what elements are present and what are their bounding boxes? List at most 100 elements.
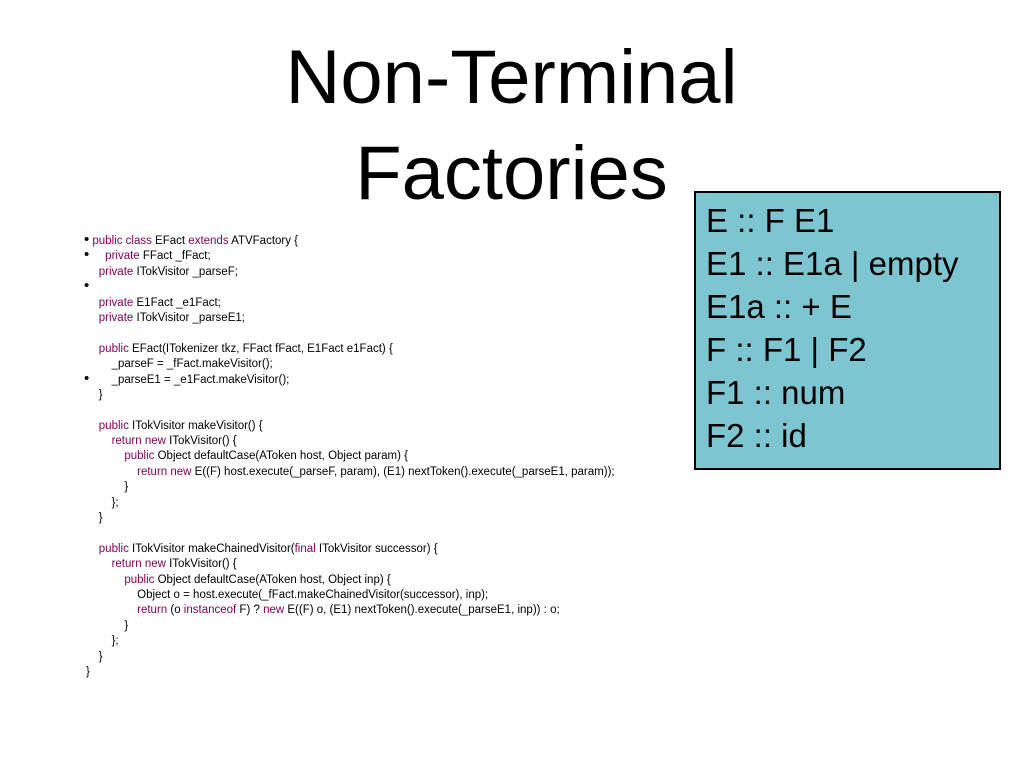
code-line: return new ITokVisitor() { [86,434,686,449]
code-text: ITokVisitor successor) { [315,542,438,555]
code-text: ITokVisitor() { [165,435,237,448]
code-indent [86,358,112,370]
grammar-rule: E :: F E1 [706,202,835,239]
code-indent [86,651,99,663]
code-text: (o [167,604,184,617]
code-line: private E1Fact _e1Fact; [86,296,686,311]
code-keyword: new [144,435,166,448]
grammar-rule: E1 :: E1a | empty [706,245,959,282]
code-line: return new E((F) host.execute(_parseF, p… [86,465,686,480]
code-keyword: public [98,542,129,555]
code-line: • public class EFact extends ATVFactory … [84,231,686,249]
code-keyword: private [98,265,134,278]
code-text: FFact _fFact; [139,250,211,263]
code-indent [86,558,112,570]
code-line: • private FFact _fFact; [84,246,686,264]
title-line-2: Factories [355,131,668,216]
code-text: }; [111,496,119,509]
code-indent [86,574,124,586]
grammar-rule: F1 :: num [706,374,846,411]
code-indent [86,635,112,647]
code-line: return new ITokVisitor() { [86,557,686,572]
code-indent [86,374,112,386]
code-text: ITokVisitor makeChainedVisitor( [128,542,295,555]
code-line: public EFact(ITokenizer tkz, FFact fFact… [86,342,686,357]
bullet-icon: • [84,277,90,295]
code-text: Object o = host.execute(_fFact.makeChain… [137,588,489,601]
code-text: E((F) host.execute(_parseF, param), (E1)… [191,465,615,478]
code-line: } [86,650,686,665]
code-keyword: private [105,250,140,263]
code-indent [86,297,99,309]
code-keyword: new [170,465,192,478]
code-text: } [124,619,129,632]
code-text: } [98,388,103,401]
code-keyword: extends [188,235,229,247]
code-text: _parseF = _fFact.makeVisitor(); [111,358,273,371]
title-line-1: Non-Terminal [285,35,738,120]
code-line: return (o instanceof F) ? new E((F) o, (… [86,603,686,618]
code-keyword: instanceof [183,604,237,617]
code-text: EFact(ITokenizer tkz, FFact fFact, E1Fac… [128,342,393,355]
code-text: Object defaultCase(AToken host, Object i… [154,573,391,586]
grammar-rule: E1a :: + E [706,288,852,325]
code-text: } [86,665,90,678]
code-listing: • public class EFact extends ATVFactory … [84,231,686,680]
code-keyword: public [98,419,129,432]
code-line: private ITokVisitor _parseE1; [86,311,686,326]
code-line: • [84,277,686,295]
code-indent [86,450,124,462]
code-keyword: final [294,542,316,555]
code-text: ITokVisitor _parseE1; [133,311,245,324]
code-text: E((F) o, (E1) nextToken().execute(_parse… [284,604,560,617]
code-text: ITokVisitor _parseF; [133,265,238,278]
code-text: E1Fact _e1Fact; [133,296,221,309]
grammar-rule: F :: F1 | F2 [706,331,867,368]
code-indent [86,420,99,432]
code-keyword: public [124,450,155,463]
bullet-icon: • [84,231,90,248]
code-line: } [86,665,686,680]
code-text: } [98,650,103,663]
code-indent [86,389,99,401]
code-text: Object defaultCase(AToken host, Object p… [154,450,408,463]
code-keyword: new [144,558,166,571]
slide-title: Non-Terminal Factories [0,30,1023,222]
code-line: } [86,480,686,495]
code-indent [86,543,99,555]
code-text: ITokVisitor() { [165,558,237,571]
code-line: _parseF = _fFact.makeVisitor(); [86,357,686,372]
code-keyword: new [263,604,285,617]
code-keyword: public [92,235,123,247]
code-indent [86,512,99,524]
code-indent [86,343,99,355]
bullet-icon: • [84,246,90,264]
code-line: }; [86,496,686,511]
code-line: } [86,619,686,634]
code-text: _parseE1 = _e1Fact.makeVisitor(); [111,373,290,386]
code-indent [86,435,112,447]
code-keyword: return [111,435,142,448]
code-line: • _parseE1 = _e1Fact.makeVisitor(); [84,371,686,388]
code-keyword: public [98,342,129,355]
code-keyword: class [125,235,152,247]
code-keyword: return [111,558,142,571]
code-keyword: return [137,604,168,617]
code-line [86,526,686,541]
code-indent [86,481,124,493]
code-indent [86,620,124,632]
code-text: EFact [151,235,189,247]
code-indent [86,497,112,509]
code-text: ATVFactory { [228,235,299,247]
code-keyword: public [124,573,155,586]
code-keyword: private [98,311,134,324]
code-keyword: private [98,296,134,309]
code-indent [86,266,99,278]
code-indent [86,466,137,478]
code-line: public ITokVisitor makeVisitor() { [86,419,686,434]
code-line: private ITokVisitor _parseF; [86,265,686,280]
code-indent [86,312,99,324]
code-line: } [86,511,686,526]
